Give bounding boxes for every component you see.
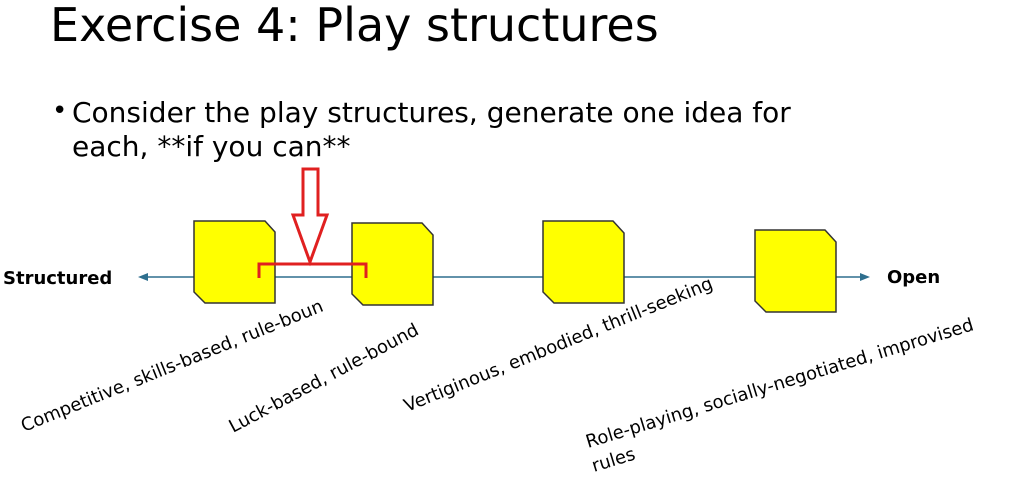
open-label: Open — [887, 267, 940, 288]
play-structure-box-1 — [193, 220, 276, 304]
category-label-role-playing: Role-playing, socially-negotiated, impro… — [583, 314, 976, 452]
red-bracket — [257, 262, 368, 278]
play-structure-box-2 — [351, 222, 434, 306]
play-structure-box-3 — [542, 220, 625, 304]
red-down-arrow-icon — [290, 167, 330, 267]
bullet-line-2: each, **if you can** — [72, 130, 351, 163]
axis-left-arrowhead — [138, 273, 148, 281]
structured-label: Structured — [3, 268, 112, 289]
slide-title: Exercise 4: Play structures — [50, 0, 659, 52]
bullet-dot: • — [52, 96, 68, 126]
category-label-competitive: Competitive, skills-based, rule-boun — [18, 296, 326, 437]
bullet-text: Consider the play structures, generate o… — [72, 96, 892, 164]
axis-right-arrowhead — [860, 273, 870, 281]
bullet-line-1: Consider the play structures, generate o… — [72, 96, 791, 129]
play-structure-box-4 — [754, 229, 837, 313]
